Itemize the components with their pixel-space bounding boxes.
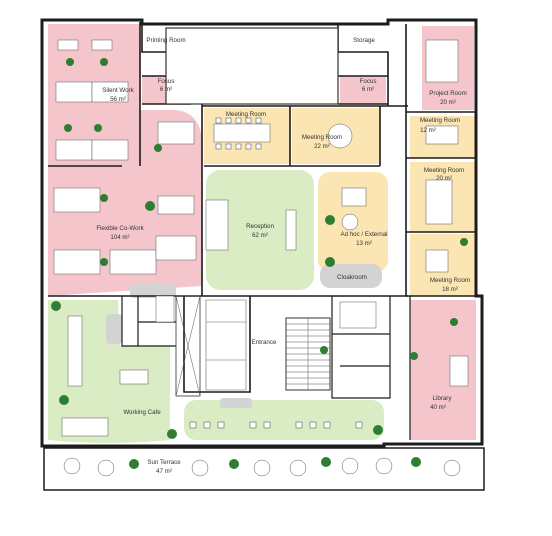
area-terrace: 47 m²	[156, 468, 172, 475]
area-focus-right: 6 m²	[362, 86, 374, 93]
focus-right-zone	[340, 76, 386, 104]
chair-icon	[189, 117, 363, 429]
corridor-zone	[184, 400, 384, 440]
area-library: 40 m²	[430, 404, 446, 411]
label-working-cafe: Working Cafe	[123, 409, 161, 416]
label-focus-left: Focus	[158, 78, 175, 85]
label-focus-right: Focus	[360, 78, 377, 85]
area-adhoc: 13 m²	[356, 240, 372, 247]
grey-service-2	[220, 398, 252, 408]
label-meeting-22: Meeting Room	[302, 134, 342, 141]
table-icon	[213, 123, 271, 143]
label-storage: Storage	[353, 37, 375, 44]
area-focus-left: 6 m²	[160, 86, 172, 93]
label-reception: Reception	[246, 223, 274, 230]
area-meeting-right-small: 12 m²	[420, 127, 436, 134]
label-meeting-top: Meeting Room	[226, 111, 266, 118]
area-project: 20 m²	[440, 99, 456, 106]
grey-service	[106, 314, 122, 344]
label-meeting-right-small: Meeting Room	[420, 117, 460, 124]
label-meeting-right-18: Meeting Room	[430, 277, 470, 284]
label-coworking: Flexible Co-Work	[96, 225, 144, 232]
label-library: Library	[433, 395, 453, 402]
stairs	[165, 27, 339, 397]
grey-service-3	[130, 284, 176, 298]
area-meeting-right-18: 18 m²	[442, 286, 458, 293]
label-project: Project Room	[429, 90, 466, 97]
area-silent-work: 56 m²	[110, 96, 126, 103]
label-terrace: Sun Terrace	[147, 459, 181, 466]
area-reception: 62 m²	[252, 232, 268, 239]
cloakroom-zone	[320, 264, 382, 288]
room-labels: Printing Room Storage Silent Work 56 m² …	[96, 37, 470, 475]
label-cloakroom: Cloakroom	[337, 274, 367, 281]
label-adhoc: Ad hoc / External	[340, 231, 387, 238]
reception-zone	[206, 170, 314, 290]
plant-icon	[51, 58, 468, 469]
area-meeting-right-20: 20 m²	[436, 175, 452, 182]
label-meeting-right-20: Meeting Room	[424, 167, 464, 174]
zones	[48, 24, 476, 443]
area-coworking: 104 m²	[110, 234, 129, 241]
label-silent-work: Silent Work	[102, 87, 134, 94]
desk-icon	[55, 81, 93, 103]
furniture	[53, 39, 469, 477]
label-entrance: Entrance	[252, 339, 277, 346]
area-meeting-22: 22 m²	[314, 143, 330, 150]
label-printing: Printing Room	[146, 37, 185, 44]
